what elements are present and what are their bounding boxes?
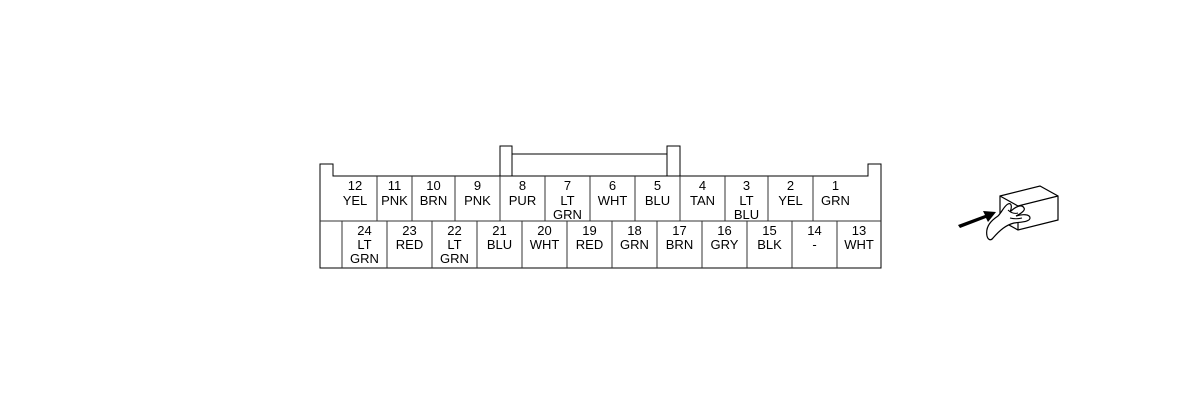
wire-color-label: YEL [343, 193, 368, 208]
wire-color-label: WHT [844, 237, 874, 252]
pin-number: 5 [654, 178, 661, 193]
wire-color-label: TAN [690, 193, 715, 208]
bottom-row-pin-14: 14- [807, 223, 821, 252]
wire-color-label: GRN [620, 237, 649, 252]
wire-color-label: BRN [420, 193, 447, 208]
top-row-pins: 12YEL11PNK10BRN9PNK8PUR7LTGRN6WHT5BLU4TA… [343, 178, 850, 222]
wire-color-label: LT [447, 237, 461, 252]
pin-number: 7 [564, 178, 571, 193]
pin-number: 19 [582, 223, 596, 238]
pin-number: 20 [537, 223, 551, 238]
wire-color-label: RED [576, 237, 603, 252]
wire-color-label: - [812, 237, 816, 252]
wire-color-label: WHT [530, 237, 560, 252]
pin-number: 10 [426, 178, 440, 193]
top-row-separators [376, 176, 814, 221]
wire-color-label: BLK [757, 237, 782, 252]
pin-number: 6 [609, 178, 616, 193]
hand-pointing-at-connector-icon [958, 185, 1059, 241]
arrow-icon [958, 211, 996, 228]
pin-number: 1 [832, 178, 839, 193]
wire-color-label: BLU [734, 207, 759, 222]
pin-number: 22 [447, 223, 461, 238]
wire-color-label: LT [560, 193, 574, 208]
pin-number: 13 [852, 223, 866, 238]
wire-color-label: GRN [350, 251, 379, 266]
wire-color-label: GRN [440, 251, 469, 266]
wire-color-label: GRN [553, 207, 582, 222]
pin-number: 8 [519, 178, 526, 193]
pin-number: 17 [672, 223, 686, 238]
pin-number: 11 [388, 178, 402, 193]
pin-number: 15 [762, 223, 776, 238]
bottom-row-separators [341, 221, 838, 268]
wire-color-label: WHT [598, 193, 628, 208]
wire-color-label: PNK [464, 193, 491, 208]
pin-number: 23 [402, 223, 416, 238]
wire-color-label: BLU [645, 193, 670, 208]
pin-number: 21 [492, 223, 506, 238]
pin-number: 2 [787, 178, 794, 193]
wire-color-label: RED [396, 237, 423, 252]
pin-number: 12 [348, 178, 362, 193]
pin-number: 9 [474, 178, 481, 193]
wire-color-label: LT [739, 193, 753, 208]
pin-number: 14 [807, 223, 821, 238]
pin-number: 24 [357, 223, 371, 238]
pin-number: 4 [699, 178, 706, 193]
bottom-row-pins: 24LTGRN23RED22LTGRN21BLU20WHT19RED18GRN1… [350, 223, 874, 266]
pin-number: 16 [717, 223, 731, 238]
wire-color-label: BLU [487, 237, 512, 252]
pin-number: 18 [627, 223, 641, 238]
wire-color-label: LT [357, 237, 371, 252]
wire-color-label: GRN [821, 193, 850, 208]
wire-color-label: GRY [711, 237, 739, 252]
connector-housing [319, 145, 882, 269]
wire-color-label: PUR [509, 193, 536, 208]
wire-color-label: PNK [381, 193, 408, 208]
locking-tab [499, 145, 681, 176]
wire-color-label: BRN [666, 237, 693, 252]
pin-number: 3 [743, 178, 750, 193]
wire-color-label: YEL [778, 193, 803, 208]
